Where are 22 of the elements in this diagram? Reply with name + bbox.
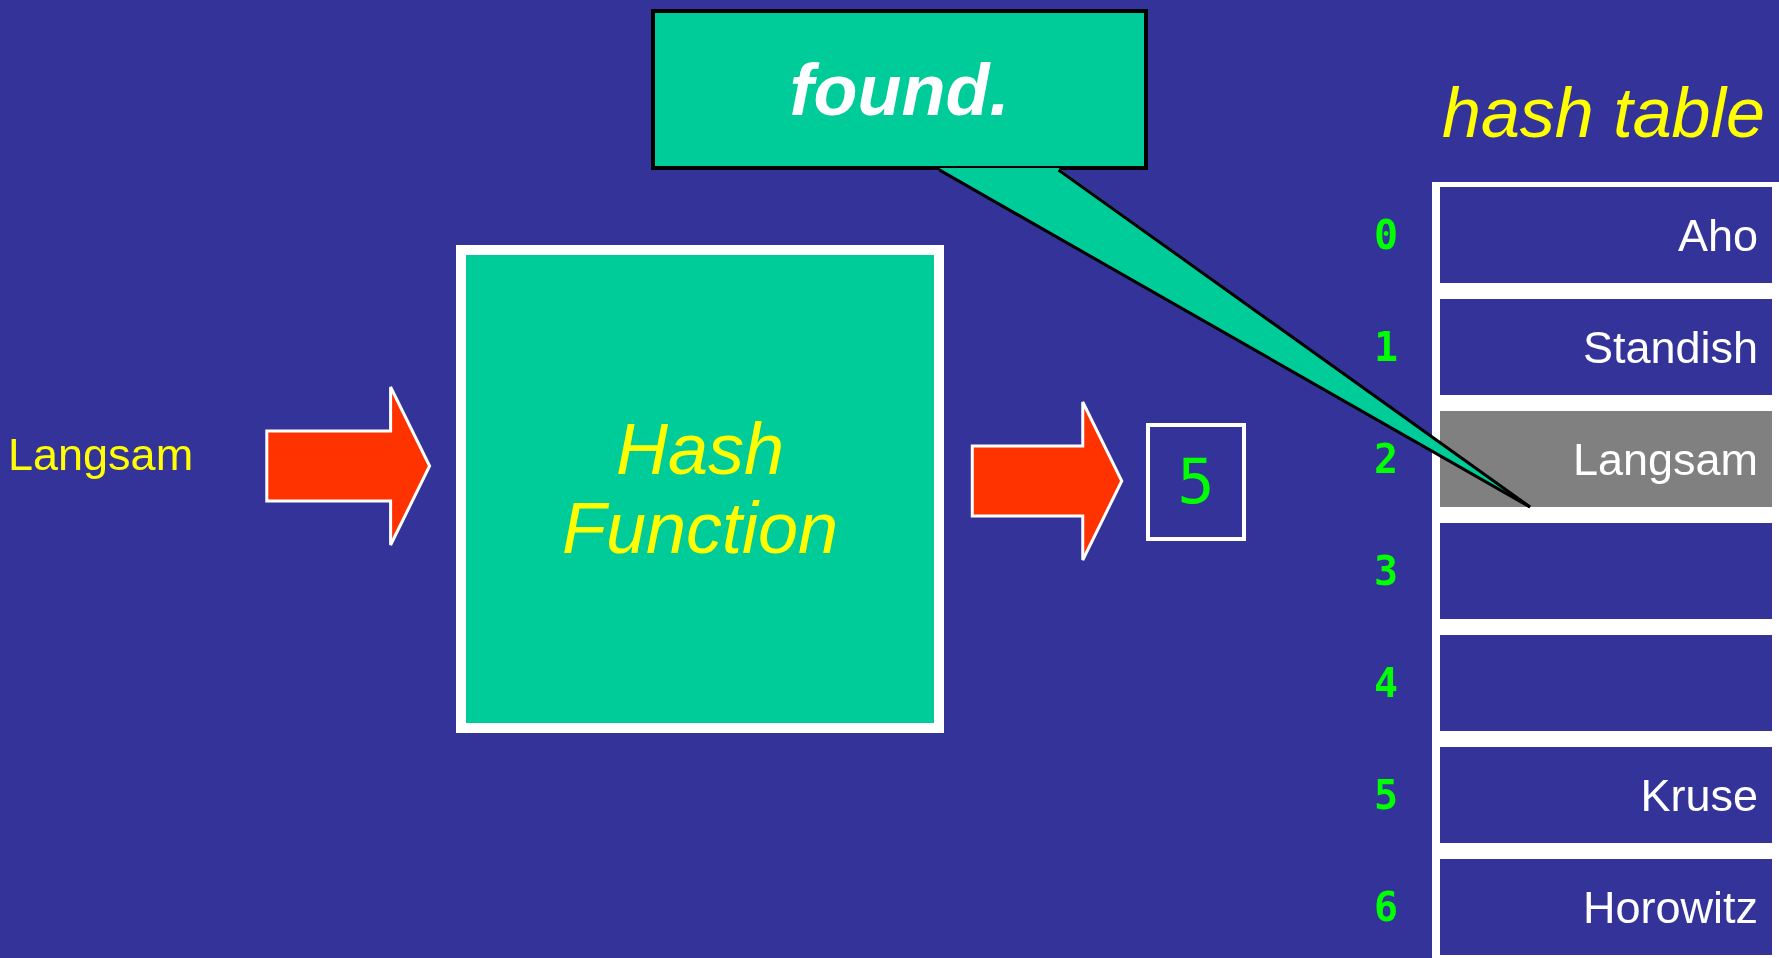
callout-box [651, 9, 1148, 170]
block-arrow [970, 400, 1124, 562]
slot-index: 6 [1372, 887, 1400, 927]
table-title: hash table [1441, 78, 1765, 148]
hash-value-box [1146, 423, 1246, 541]
callout-text: found. [789, 53, 1010, 126]
name-text: Aho [1677, 212, 1758, 258]
slot-index: 2 [1372, 439, 1400, 479]
slot-index: 4 [1372, 663, 1400, 703]
name-text: Langsam [8, 431, 194, 477]
function-label: Hash Function [560, 409, 840, 569]
slot-index: 5 [1372, 775, 1400, 815]
block-arrow [265, 385, 432, 547]
hash-function-box [456, 245, 944, 733]
name-text: Standish [1582, 324, 1758, 370]
name-text: Horowitz [1582, 884, 1758, 930]
hash-value: 5 [1177, 451, 1215, 513]
slot-index: 0 [1372, 215, 1400, 255]
slot-index: 1 [1372, 327, 1400, 367]
name-text: Langsam [1572, 436, 1758, 482]
name-text: Kruse [1640, 772, 1758, 818]
slot-index: 3 [1372, 551, 1400, 591]
